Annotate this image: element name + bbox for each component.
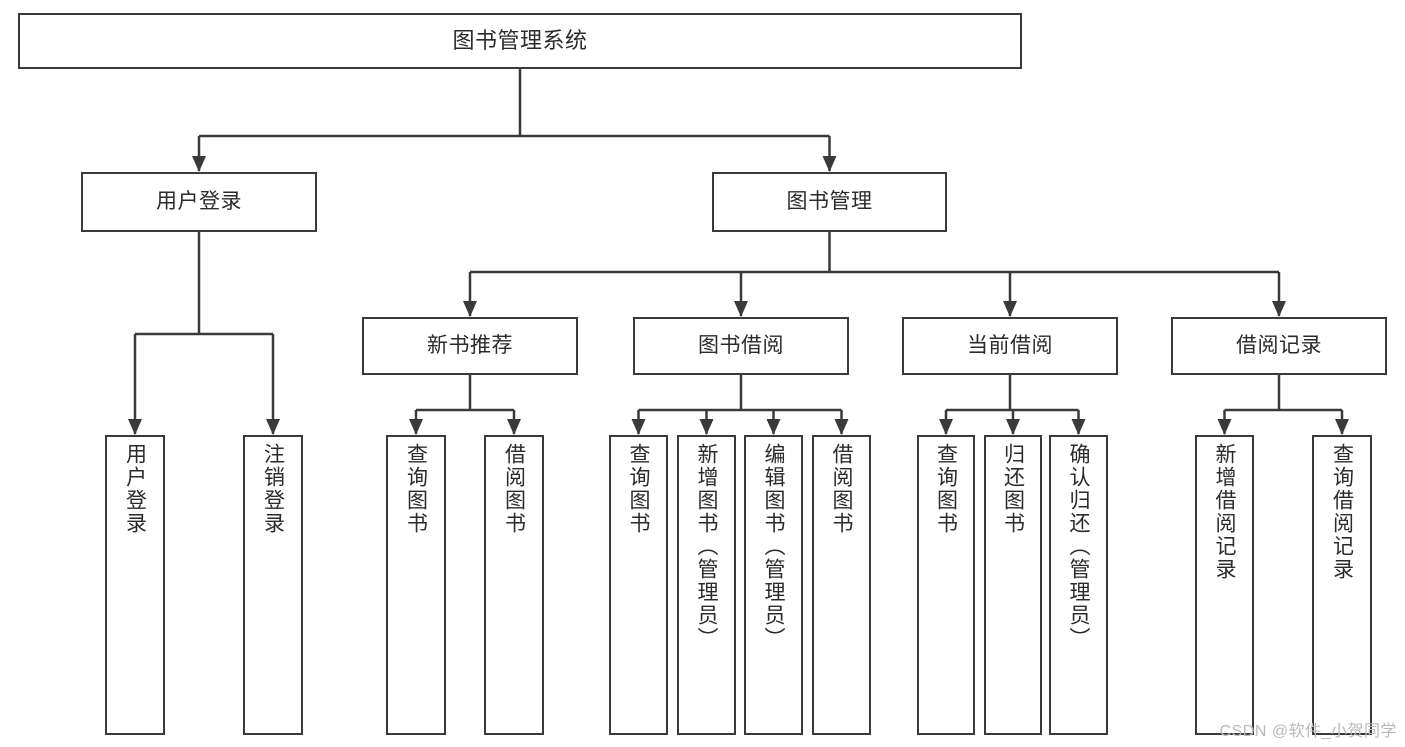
node-label: 确认归还（管理员） [1067,443,1090,650]
node-current-borrow[interactable]: 当前借阅 [902,317,1118,375]
node-leaf-borrow-query-book[interactable]: 查询图书 [609,435,668,735]
node-leaf-user-login[interactable]: 用户登录 [105,435,165,735]
node-book-manage[interactable]: 图书管理 [712,172,947,232]
node-label: 借阅记录 [1236,334,1322,358]
arrow-head-leaf-user-logout [266,419,280,435]
node-label: 归还图书 [1001,443,1025,535]
arrow-head-book-manage [822,156,837,172]
node-label: 用户登录 [156,190,242,214]
arrow-head-leaf-borrow-add-book [699,419,714,435]
node-user-login[interactable]: 用户登录 [81,172,317,232]
node-label: 注销登录 [261,443,285,535]
node-leaf-rec-query-book[interactable]: 查询图书 [386,435,446,735]
node-label: 查询图书 [627,443,650,535]
arrow-head-leaf-rec-query-book [409,419,423,435]
arrow-head-current-borrow [1003,301,1017,317]
node-leaf-cur-confirm-return[interactable]: 确认归还（管理员） [1049,435,1108,735]
node-leaf-borrow-edit-book[interactable]: 编辑图书（管理员） [744,435,803,735]
arrow-head-leaf-cur-query-book [939,419,953,435]
node-label: 编辑图书（管理员） [762,443,785,650]
arrow-head-user-login [192,156,206,172]
node-label: 查询借阅记录 [1330,443,1354,581]
node-label: 图书借阅 [698,334,784,358]
node-label: 查询图书 [404,443,428,535]
arrow-head-leaf-user-login [128,419,142,435]
node-root[interactable]: 图书管理系统 [18,13,1022,69]
arrow-head-leaf-borrow-borrow-book [834,419,849,435]
node-leaf-cur-return-book[interactable]: 归还图书 [984,435,1042,735]
node-label: 借阅图书 [502,443,526,535]
watermark-text: CSDN @软件_小贺同学 [1219,723,1397,740]
arrow-head-new-book-rec [463,301,477,317]
arrow-head-leaf-rec-add-record [1217,419,1232,435]
node-leaf-rec-query-record[interactable]: 查询借阅记录 [1312,435,1372,735]
arrow-head-leaf-borrow-query-book [631,419,646,435]
node-book-borrow[interactable]: 图书借阅 [633,317,849,375]
arrow-head-leaf-cur-return-book [1006,419,1020,435]
arrow-head-borrow-record [1272,301,1286,317]
node-label: 图书管理 [786,190,873,214]
node-label: 用户登录 [123,443,147,535]
node-label: 新增图书（管理员） [695,443,718,650]
node-label: 新增借阅记录 [1213,443,1236,581]
node-leaf-borrow-add-book[interactable]: 新增图书（管理员） [677,435,736,735]
node-label: 图书管理系统 [452,27,588,53]
arrow-head-leaf-cur-confirm-return [1071,419,1086,435]
node-new-book-rec[interactable]: 新书推荐 [362,317,578,375]
arrow-head-leaf-borrow-edit-book [766,419,781,435]
arrow-head-book-borrow [734,301,748,317]
node-leaf-user-logout[interactable]: 注销登录 [243,435,303,735]
arrow-head-leaf-rec-query-record [1335,419,1349,435]
node-label: 借阅图书 [830,443,853,535]
node-leaf-cur-query-book[interactable]: 查询图书 [917,435,975,735]
node-label: 查询图书 [934,443,958,535]
arrow-head-leaf-rec-borrow-book [507,419,521,435]
node-label: 新书推荐 [427,334,513,358]
node-leaf-rec-add-record[interactable]: 新增借阅记录 [1195,435,1254,735]
node-leaf-borrow-borrow-book[interactable]: 借阅图书 [812,435,871,735]
node-label: 当前借阅 [967,334,1053,358]
node-borrow-record[interactable]: 借阅记录 [1171,317,1387,375]
node-leaf-rec-borrow-book[interactable]: 借阅图书 [484,435,544,735]
